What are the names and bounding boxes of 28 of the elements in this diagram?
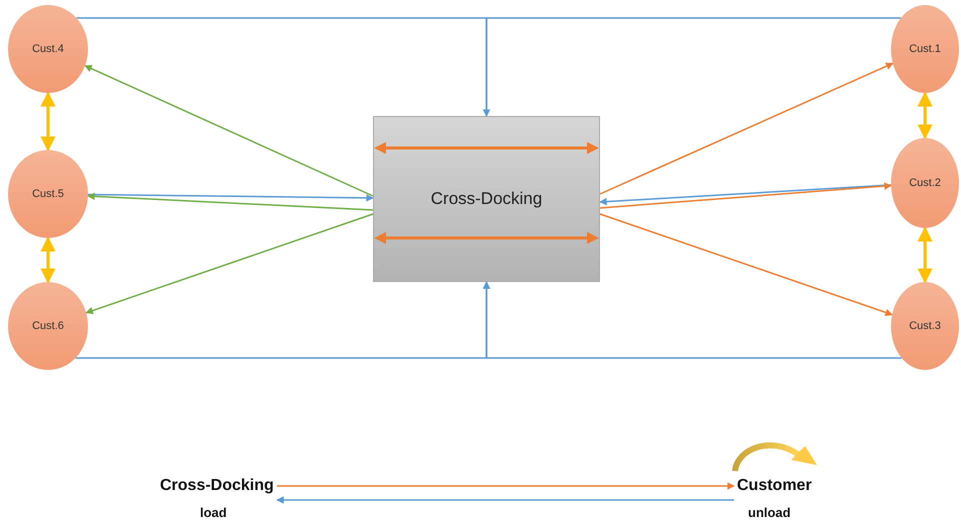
node-label: Cross-Docking: [430, 189, 542, 209]
arrow: [40, 236, 56, 284]
caption-text: unload: [748, 505, 791, 520]
node-label: Customer: [737, 477, 812, 495]
caption-text: load: [200, 505, 227, 520]
node-label: Cust.5: [32, 188, 64, 200]
arrow: [277, 482, 735, 490]
arrow: [918, 92, 932, 140]
node-label: Cust.1: [909, 43, 941, 55]
arrow: [599, 184, 892, 206]
arrow: [86, 213, 374, 314]
arrow: [918, 226, 932, 284]
arrow: [482, 17, 901, 117]
node-label: Cust.3: [909, 320, 941, 332]
arrow: [482, 281, 902, 359]
arrow: [40, 92, 56, 152]
arrow: [276, 496, 734, 504]
arrow: [600, 182, 892, 209]
node-label: Cust.6: [32, 320, 64, 332]
node-label: Cust.2: [909, 177, 941, 189]
process-box: [373, 116, 600, 282]
arrow: [84, 65, 374, 197]
arrow: [600, 62, 894, 195]
node-label: Cross-Docking: [160, 477, 274, 495]
node-label: Cust.4: [32, 43, 64, 55]
arrow: [87, 192, 374, 211]
arrow: [88, 194, 374, 202]
arrow: [600, 213, 893, 316]
